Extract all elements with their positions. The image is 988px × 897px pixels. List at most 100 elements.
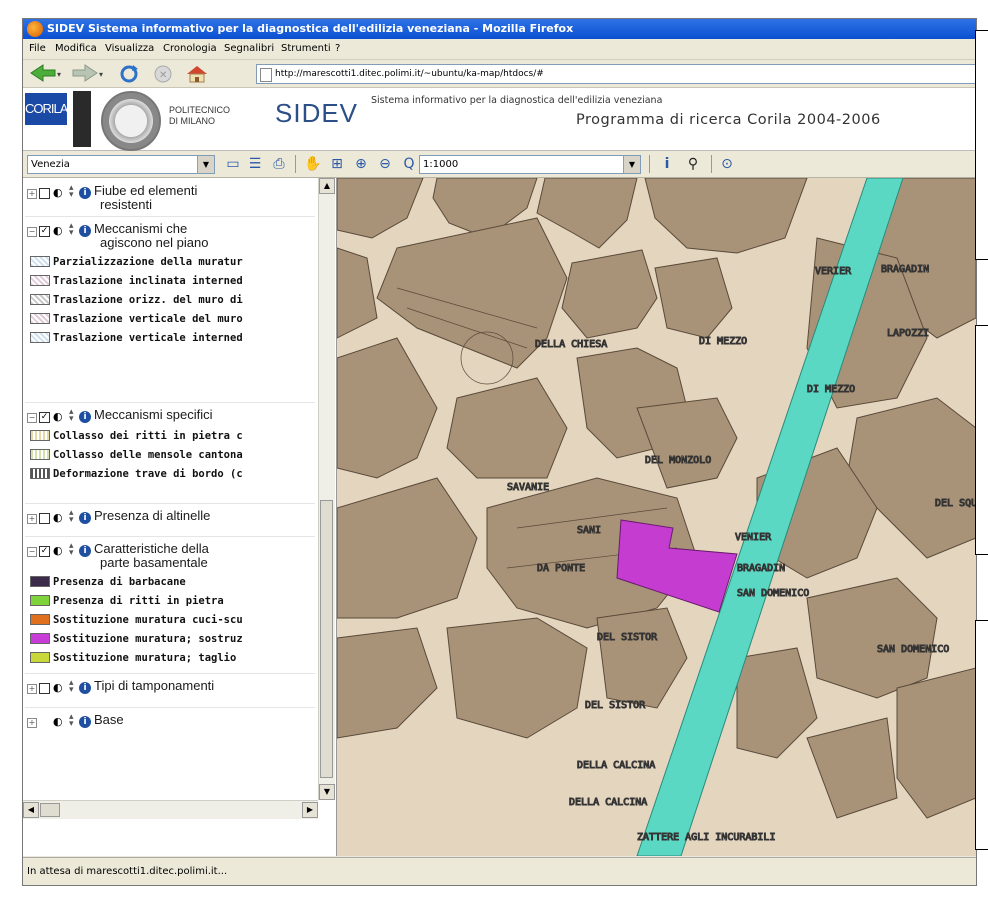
scale-select[interactable]: 1:1000 ▼ (419, 155, 641, 174)
collapse-icon[interactable]: − (27, 547, 37, 557)
layer-info-icon[interactable]: i (79, 512, 91, 524)
layer-label[interactable]: Base (94, 713, 124, 727)
opacity-icon[interactable]: ◐ (53, 715, 63, 728)
navigation-bar: ▾ ▾ ✕ http://marescotti1.ditec.pol (23, 60, 976, 88)
street-label: BRAGADIN (881, 264, 929, 275)
layer-info-icon[interactable]: i (79, 187, 91, 199)
opacity-icon[interactable]: ◐ (53, 511, 63, 524)
menu-segnalibri[interactable]: Segnalibri (224, 43, 275, 54)
layer-info-icon[interactable]: i (79, 716, 91, 728)
zoom-out-icon[interactable]: ⊖ (379, 156, 391, 172)
scroll-left-icon[interactable]: ◀ (23, 802, 39, 818)
opacity-icon[interactable]: ◐ (53, 186, 63, 199)
reorder-icon[interactable]: ▴▾ (69, 508, 74, 525)
binoculars-icon[interactable]: ⚲ (687, 156, 699, 172)
opacity-icon[interactable]: ◐ (53, 224, 63, 237)
back-icon[interactable]: ▾ (29, 64, 63, 83)
layer-info-icon[interactable]: i (79, 225, 91, 237)
expand-icon[interactable]: + (27, 514, 37, 524)
street-label: DEL SISTOR (585, 700, 646, 711)
menu-strumenti[interactable]: Strumenti (281, 43, 331, 54)
menu-modifica[interactable]: Modifica (55, 43, 97, 54)
forward-icon[interactable]: ▾ (71, 64, 105, 83)
zoom-in-icon[interactable]: ⊕ (355, 156, 367, 172)
polimi-line1: POLITECNICO (169, 105, 231, 115)
scale-select-value: 1:1000 (423, 159, 459, 170)
menu-file[interactable]: File (29, 43, 46, 54)
legend-label: Traslazione orizz. del muro di (53, 294, 243, 306)
layer-visibility-checkbox[interactable]: ✓ (39, 546, 50, 557)
building (376, 217, 568, 369)
legend-icon[interactable]: ☰ (248, 156, 262, 172)
reorder-icon[interactable]: ▴▾ (69, 183, 74, 200)
legend-swatch (30, 652, 50, 663)
menu-visualizza[interactable]: Visualizza (105, 43, 155, 54)
rotunda (460, 331, 514, 385)
stop-icon[interactable]: ✕ (153, 64, 175, 83)
scroll-up-icon[interactable]: ▲ (319, 178, 335, 194)
scroll-right-icon[interactable]: ▶ (302, 802, 318, 818)
home-icon[interactable] (185, 64, 209, 83)
building (337, 178, 424, 239)
keymap-icon[interactable]: ▭ (226, 156, 240, 172)
layer-label[interactable]: Tipi di tamponamenti (94, 679, 214, 693)
highlighted-building[interactable] (616, 519, 738, 613)
print-icon[interactable]: ⎙ (273, 156, 285, 172)
zoom-box-icon[interactable]: ⊞ (331, 156, 343, 172)
street-label: LAPOZZI (887, 328, 929, 339)
expand-icon[interactable]: + (27, 189, 37, 199)
layer-info-icon[interactable]: i (79, 545, 91, 557)
legend-swatch (30, 468, 50, 479)
expand-icon[interactable]: + (27, 684, 37, 694)
street-label: ZATTERE AGLI INCURABILI (637, 832, 775, 843)
layer-visibility-checkbox[interactable] (39, 513, 50, 524)
expand-icon[interactable]: + (27, 718, 37, 728)
reload-icon[interactable] (119, 64, 141, 83)
layer-visibility-checkbox[interactable] (39, 683, 50, 694)
map-select[interactable]: Venezia ▼ (27, 155, 215, 174)
opacity-icon[interactable]: ◐ (53, 681, 63, 694)
opacity-icon[interactable]: ◐ (53, 544, 63, 557)
layer-label[interactable]: Meccanismi specifici (94, 408, 212, 422)
menu-cronologia[interactable]: Cronologia (163, 43, 217, 54)
pan-hand-icon[interactable]: ✋ (304, 156, 322, 172)
layer-panel-vscrollbar[interactable]: ▲ ▼ (318, 178, 335, 800)
opacity-icon[interactable]: ◐ (53, 410, 63, 423)
layer-visibility-checkbox[interactable]: ✓ (39, 412, 50, 423)
menu-help[interactable]: ? (335, 43, 341, 54)
measure-icon[interactable]: ⊙ (721, 156, 733, 172)
layer-info-icon[interactable]: i (79, 411, 91, 423)
scroll-thumb[interactable] (320, 500, 333, 778)
layer-label[interactable]: Presenza di altinelle (94, 509, 210, 523)
reorder-icon[interactable]: ▴▾ (69, 541, 74, 558)
building (486, 477, 698, 629)
layer-info-icon[interactable]: i (79, 682, 91, 694)
layer-visibility-checkbox[interactable]: ✓ (39, 226, 50, 237)
building (337, 627, 438, 739)
reorder-icon[interactable]: ▴▾ (69, 712, 74, 729)
politecnico-seal (101, 91, 161, 151)
reorder-icon[interactable]: ▴▾ (69, 678, 74, 695)
group-divider (25, 503, 315, 504)
scroll-thumb[interactable] (40, 803, 60, 817)
reorder-icon[interactable]: ▴▾ (69, 407, 74, 424)
layer-visibility-checkbox[interactable] (39, 188, 50, 199)
group-divider (25, 536, 315, 537)
scroll-down-icon[interactable]: ▼ (319, 784, 335, 800)
reorder-icon[interactable]: ▴▾ (69, 221, 74, 238)
street-label: SANI (577, 525, 601, 536)
url-bar[interactable]: http://marescotti1.ditec.polimi.it/~ubun… (256, 64, 976, 84)
building (446, 377, 568, 479)
info-icon[interactable]: i (664, 156, 670, 172)
roof-line (516, 507, 668, 529)
layer-panel-hscrollbar[interactable]: ◀ ▶ (23, 800, 318, 819)
collapse-icon[interactable]: − (27, 227, 37, 237)
zoom-full-icon[interactable]: Q (403, 156, 415, 172)
collapse-icon[interactable]: − (27, 413, 37, 423)
